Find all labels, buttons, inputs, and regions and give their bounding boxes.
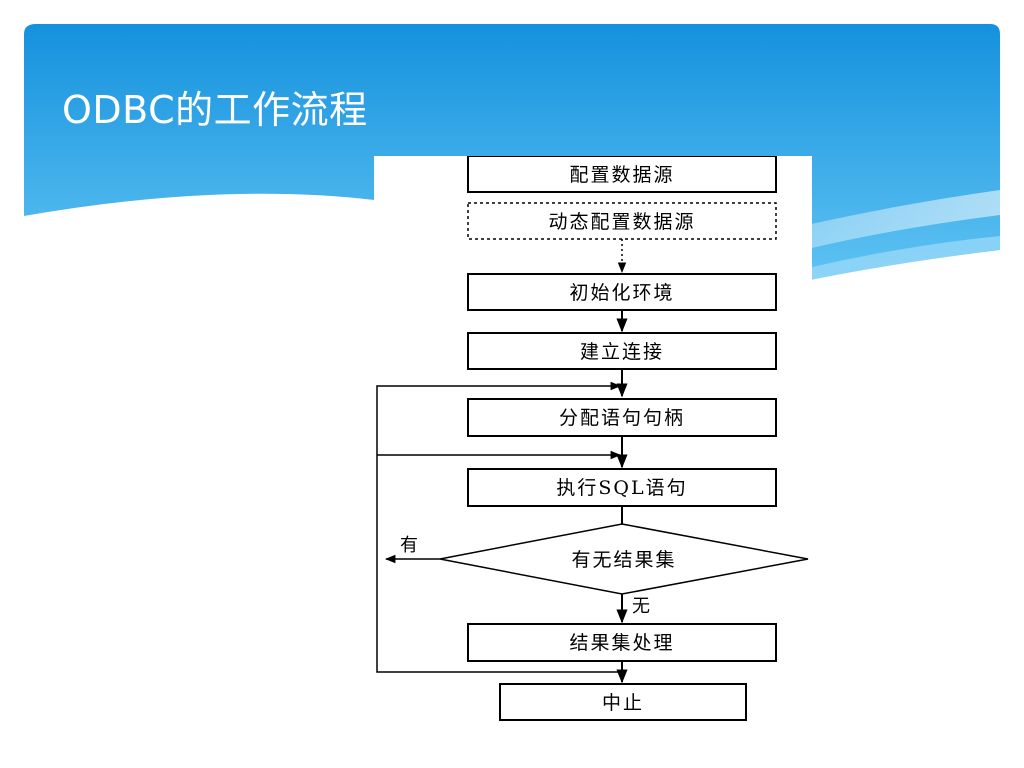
node-configure-label: 配置数据源 [569,164,674,186]
edge-label-no: 无 [632,596,650,617]
header-wave-3 [24,195,374,222]
flowchart: 配置数据源 动态配置数据源 初始化环境 建立连接 分配语句句柄 执行SQL语句 … [376,156,809,721]
node-dynamic-configure-box [467,202,777,240]
slide-title: ODBC的工作流程 [62,88,368,132]
node-exec-sql-box [467,468,777,507]
node-init-env-box [467,273,777,311]
node-dynamic-configure-label: 动态配置数据源 [548,211,695,233]
node-configure-box [467,156,777,193]
node-init-env-label: 初始化环境 [569,282,674,304]
node-connect-box [467,332,777,370]
node-alloc-stmt-box [467,398,777,437]
flowchart-panel: 配置数据源 动态配置数据源 初始化环境 建立连接 分配语句句柄 执行SQL语句 … [374,156,812,730]
edge-label-yes: 有 [400,535,418,556]
node-stop-label: 中止 [602,692,644,714]
node-process-label: 结果集处理 [569,632,674,654]
node-exec-sql-label: 执行SQL语句 [556,477,687,499]
node-alloc-stmt-label: 分配语句句柄 [559,407,685,429]
loop-back-line [376,381,622,673]
header-wave-2 [760,236,1000,280]
node-decision-label: 有无结果集 [571,549,676,571]
node-process-box [467,623,777,662]
node-connect-label: 建立连接 [580,341,664,363]
node-stop-box [499,683,747,721]
